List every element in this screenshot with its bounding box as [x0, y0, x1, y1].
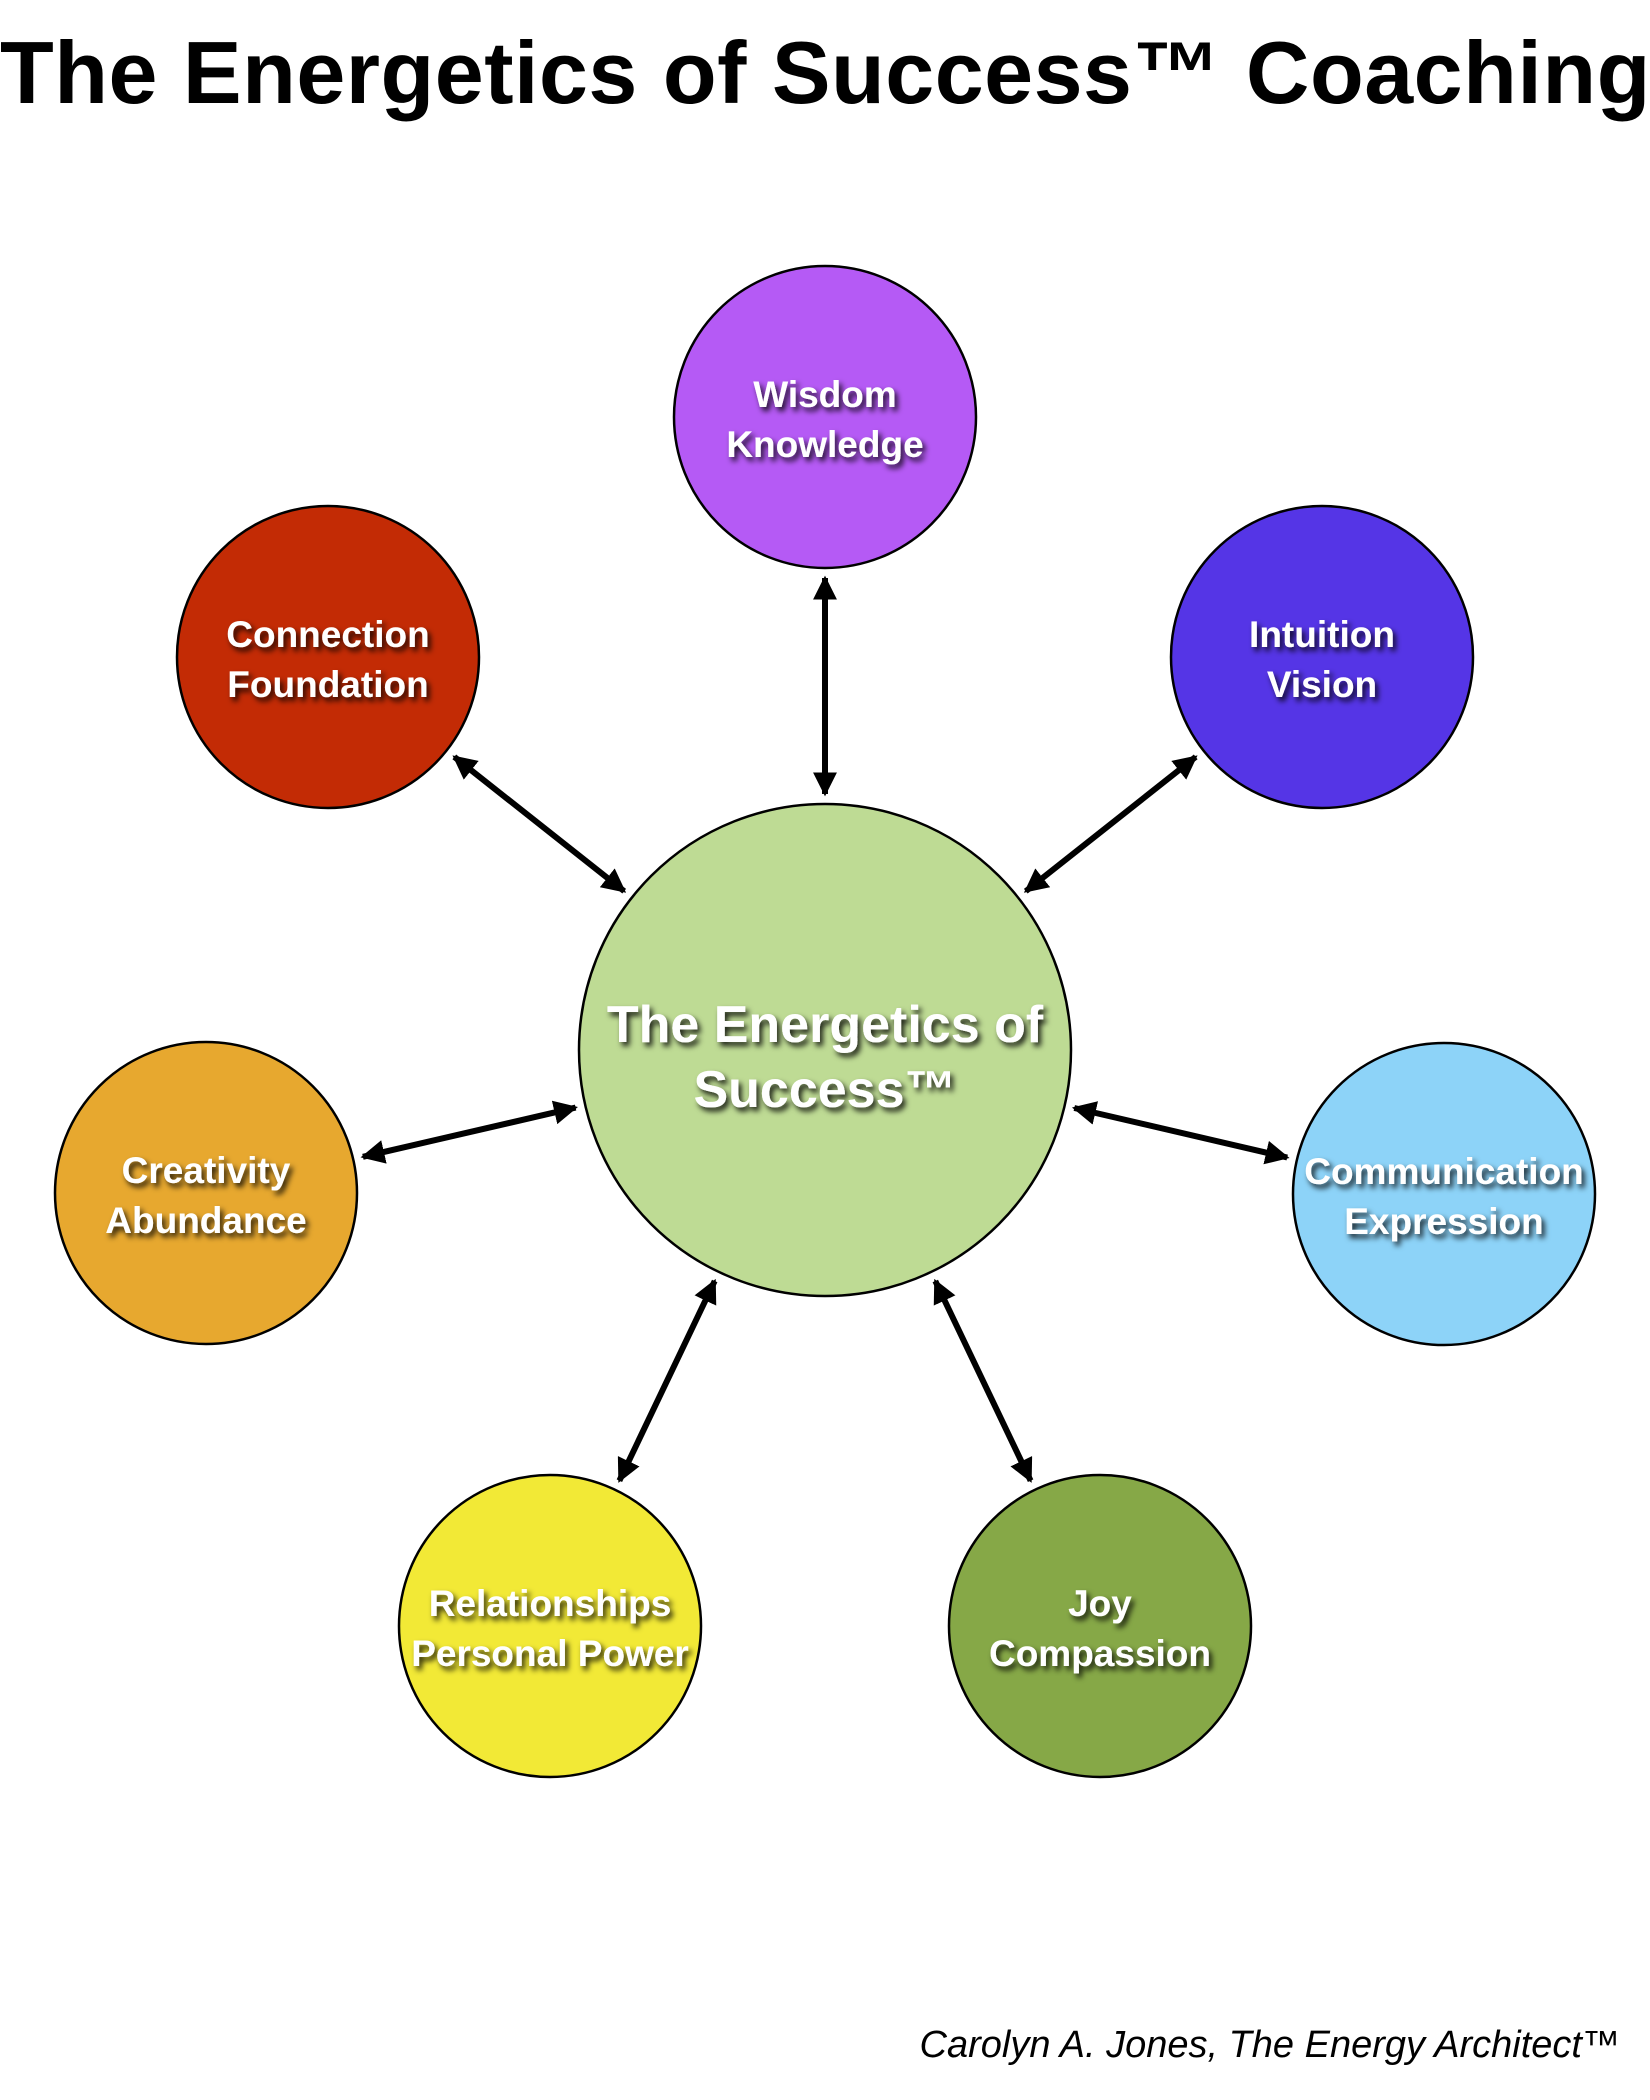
center-label-line2: Success™	[693, 1061, 956, 1119]
node-label-relationships-line2: Personal Power	[411, 1633, 689, 1674]
node-relationships: Relationships Personal Power	[397, 1473, 703, 1779]
node-connection: Connection Foundation	[175, 504, 481, 810]
node-circle-relationships	[397, 1473, 703, 1779]
arrow-center-to-intuition	[1023, 754, 1198, 894]
node-circle-connection	[175, 504, 481, 810]
center-circle	[577, 802, 1073, 1298]
connector-arrows	[360, 575, 1290, 1483]
node-circle-wisdom	[672, 264, 978, 570]
center-node-energetics: The Energetics of Success™	[577, 802, 1073, 1298]
arrow-center-to-creativity	[360, 1100, 578, 1164]
node-joy: Joy Compassion	[947, 1473, 1253, 1779]
node-label-connection-line1: Connection	[226, 614, 429, 655]
arrow-center-to-communication	[1071, 1101, 1290, 1165]
node-intuition: Intuition Vision	[1169, 504, 1475, 810]
attribution: Carolyn A. Jones, The Energy Architect™	[919, 2024, 1620, 2066]
node-wisdom: Wisdom Knowledge	[672, 264, 978, 570]
node-label-creativity-line1: Creativity	[122, 1150, 291, 1191]
center-label-line1: The Energetics of	[607, 996, 1044, 1054]
node-label-joy-line1: Joy	[1068, 1583, 1132, 1624]
node-label-intuition-line1: Intuition	[1249, 614, 1395, 655]
arrow-center-to-joy	[932, 1278, 1034, 1483]
arrow-center-to-relationships	[616, 1278, 718, 1483]
page-title: The Energetics of Success™ Coaching	[0, 23, 1650, 122]
node-label-joy-line2: Compassion	[989, 1633, 1211, 1674]
node-label-intuition-line2: Vision	[1267, 664, 1377, 705]
node-label-communication-line2: Expression	[1344, 1201, 1543, 1242]
node-creativity: Creativity Abundance	[53, 1040, 359, 1346]
node-communication: Communication Expression	[1291, 1041, 1597, 1347]
node-circle-joy	[947, 1473, 1253, 1779]
node-circle-creativity	[53, 1040, 359, 1346]
node-label-communication-line1: Communication	[1304, 1151, 1584, 1192]
node-label-wisdom-line2: Knowledge	[726, 424, 923, 465]
node-label-relationships-line1: Relationships	[429, 1583, 672, 1624]
node-label-wisdom-line1: Wisdom	[753, 374, 897, 415]
node-label-creativity-line2: Abundance	[105, 1200, 306, 1241]
node-circle-communication	[1291, 1041, 1597, 1347]
arrow-center-to-connection	[452, 754, 627, 894]
node-circle-intuition	[1169, 504, 1475, 810]
node-label-connection-line2: Foundation	[227, 664, 428, 705]
